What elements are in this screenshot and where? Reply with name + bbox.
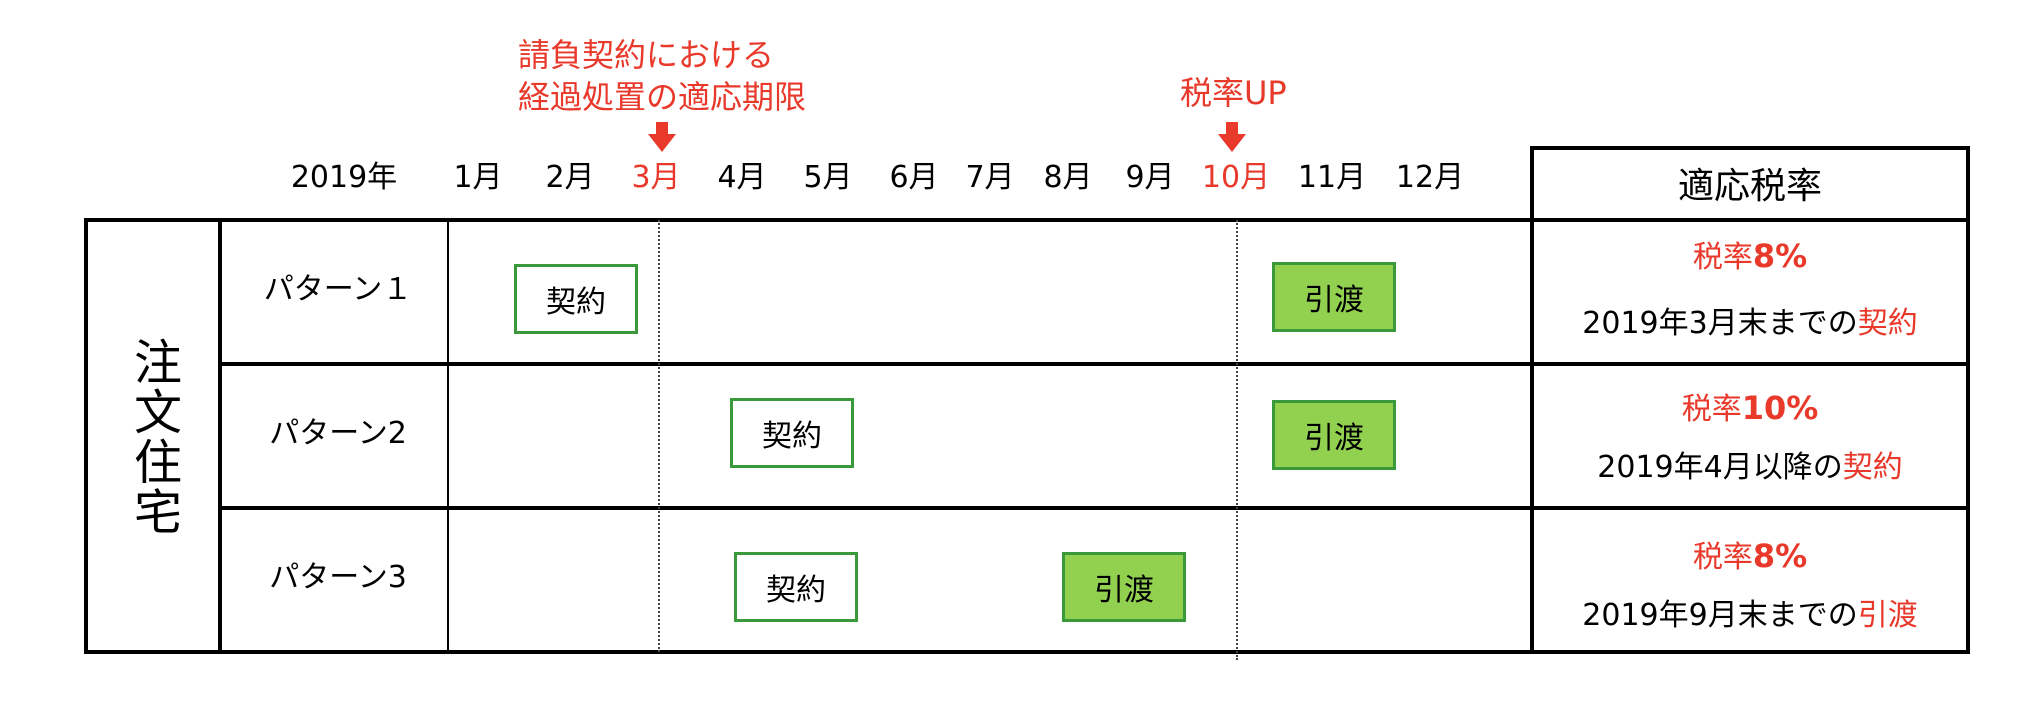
rate-condition: 2019年9月末までの引渡 — [1532, 596, 1968, 636]
pattern-column-border — [447, 218, 449, 652]
contract-box: 契約 — [514, 264, 638, 334]
year-label: 2019年 — [290, 160, 398, 195]
month-label: 8月 — [1043, 160, 1093, 195]
month-label: 2月 — [545, 160, 595, 195]
contract-deadline-line1: 請負契約における — [518, 36, 775, 74]
contract-box: 契約 — [734, 552, 858, 622]
deadline-dotted-line — [658, 220, 660, 652]
month-label-highlight: 3月 — [631, 160, 681, 195]
rate-cell: 税率10% 2019年4月以降の契約 — [1532, 388, 1968, 488]
rate-prefix: 税率 — [1692, 240, 1753, 275]
handover-box: 引渡 — [1062, 552, 1186, 622]
tax-up-annotation: 税率UP — [1180, 74, 1287, 112]
rate-number: 10% — [1741, 389, 1819, 427]
condition-emphasis: 契約 — [1857, 306, 1918, 341]
rate-value: 税率8% — [1532, 536, 1968, 578]
rate-prefix: 税率 — [1681, 392, 1742, 427]
row-divider — [220, 362, 1970, 366]
contract-deadline-annotation: 請負契約における 経過処置の適応期限 — [518, 34, 806, 118]
month-label: 6月 — [889, 160, 939, 195]
condition-emphasis: 契約 — [1842, 450, 1903, 485]
table-right-border — [1966, 146, 1970, 654]
handover-box: 引渡 — [1272, 400, 1396, 470]
condition-emphasis: 引渡 — [1857, 598, 1918, 633]
month-label: 5月 — [803, 160, 853, 195]
tax-up-dotted-line — [1236, 220, 1238, 660]
rate-number: 8% — [1752, 237, 1808, 275]
rate-header-top-border — [1530, 146, 1970, 150]
rate-cell: 税率8% 2019年3月末までの契約 — [1532, 236, 1968, 344]
rate-condition: 2019年3月末までの契約 — [1532, 304, 1968, 344]
category-column-border — [218, 218, 222, 654]
contract-deadline-line2: 経過処置の適応期限 — [518, 78, 807, 116]
category-label: 注文住宅 — [125, 337, 181, 537]
condition-text: 2019年3月末までの — [1582, 306, 1858, 341]
table-top-border — [84, 218, 1970, 222]
month-label: 9月 — [1125, 160, 1175, 195]
rate-value: 税率10% — [1532, 388, 1968, 430]
pattern-label: パターン2 — [269, 416, 407, 451]
pattern-label: パターン１ — [263, 272, 413, 307]
rate-number: 8% — [1752, 537, 1808, 575]
condition-text: 2019年4月以降の — [1597, 450, 1843, 485]
arrow-down-icon — [1218, 122, 1246, 152]
rate-condition: 2019年4月以降の契約 — [1532, 448, 1968, 488]
month-label: 1月 — [453, 160, 503, 195]
month-label-highlight: 10月 — [1201, 160, 1271, 195]
row-divider — [220, 506, 1970, 510]
contract-box: 契約 — [730, 398, 854, 468]
rate-column-left-border — [1530, 146, 1534, 654]
condition-text: 2019年9月末までの — [1582, 598, 1858, 633]
month-label: 11月 — [1297, 160, 1367, 195]
pattern-label: パターン3 — [269, 560, 407, 595]
rate-cell: 税率8% 2019年9月末までの引渡 — [1532, 536, 1968, 636]
table-left-border — [84, 218, 88, 654]
rate-prefix: 税率 — [1692, 540, 1753, 575]
rate-value: 税率8% — [1532, 236, 1968, 278]
rate-header: 適応税率 — [1677, 166, 1822, 207]
table-bottom-border — [84, 650, 1970, 654]
arrow-down-icon — [648, 122, 676, 152]
month-label: 12月 — [1395, 160, 1465, 195]
month-label: 4月 — [717, 160, 767, 195]
handover-box: 引渡 — [1272, 262, 1396, 332]
month-label: 7月 — [965, 160, 1015, 195]
